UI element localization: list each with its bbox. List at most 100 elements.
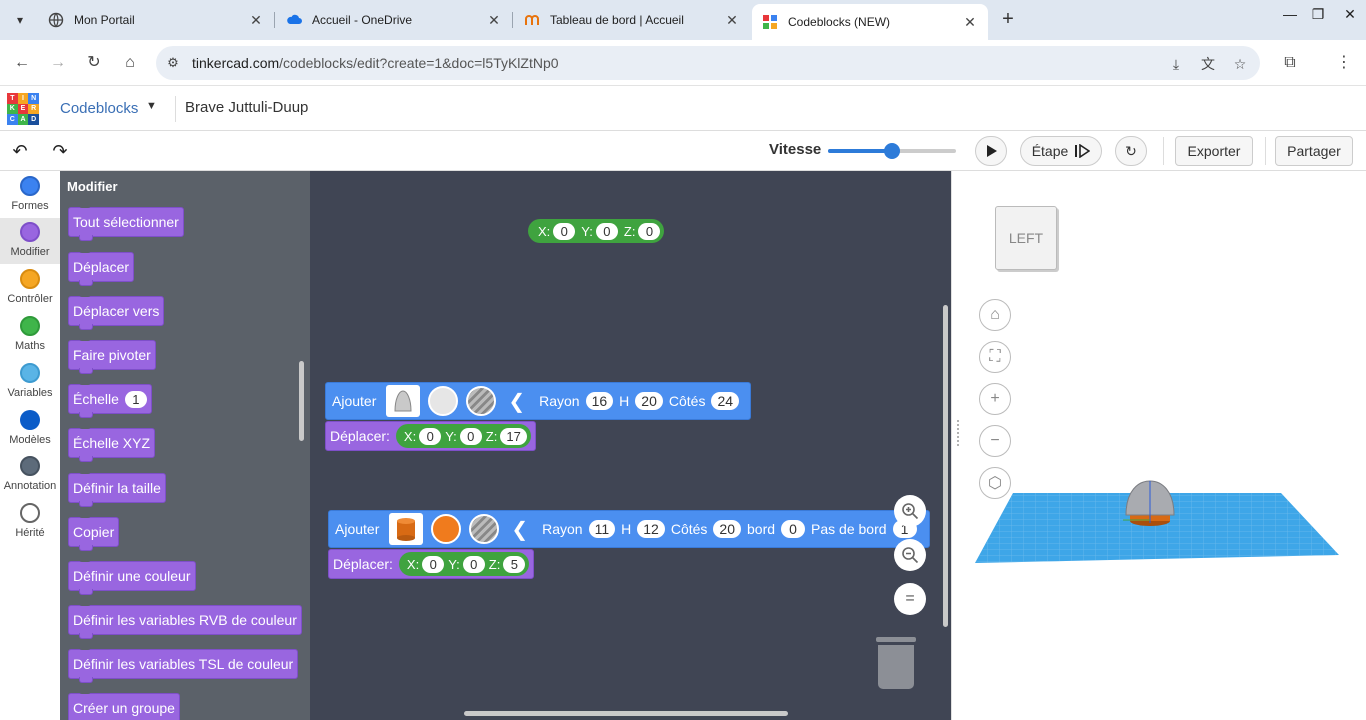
extensions-puzzle-icon[interactable]: ⧉ [1284,54,1296,71]
viewport-zoom-out-button[interactable]: − [979,425,1011,457]
chevron-left-icon[interactable]: ❮ [511,518,529,541]
chevron-down-icon[interactable]: ▼ [146,100,157,112]
share-button[interactable]: Partager [1275,136,1353,166]
bookmark-star-icon[interactable]: ☆ [1233,56,1247,72]
block-copier[interactable]: Copier [68,514,120,551]
block-faire-pivoter[interactable]: Faire pivoter [68,337,156,374]
tinkercad-logo[interactable]: T I N K E R C A D [7,93,39,125]
block-creer-groupe[interactable]: Créer un groupe [68,690,180,720]
step-button[interactable]: Étape [1020,136,1102,166]
close-tab-icon[interactable]: ✕ [250,11,262,28]
rayon-input[interactable]: 16 [585,392,614,410]
bord-input[interactable]: 0 [781,520,806,538]
rayon-input[interactable]: 11 [588,520,616,538]
home-icon[interactable]: ⌂ [125,54,135,71]
view-cube[interactable]: LEFT [995,206,1057,270]
chevron-left-icon[interactable]: ❮ [508,390,526,413]
minimize-icon[interactable]: — [1283,6,1297,22]
category-herite[interactable]: Hérité [0,499,60,545]
category-modifier[interactable]: Modifier [0,218,60,264]
block-variables-rvb[interactable]: Définir les variables RVB de couleur [68,602,302,639]
x-input[interactable]: 0 [553,222,576,240]
speed-slider[interactable] [828,143,956,159]
h-input[interactable]: 12 [637,520,665,538]
back-arrow-icon[interactable]: ← [14,54,30,71]
maximize-icon[interactable]: ❐ [1311,6,1325,22]
y-input[interactable]: 0 [459,427,482,445]
browser-tab-onedrive[interactable]: Accueil - OneDrive ✕ [276,4,512,36]
browser-menu-icon[interactable]: ⋮ [1336,54,1352,71]
undo-icon[interactable]: ↶ [12,141,28,161]
trash-can-icon[interactable] [876,637,916,689]
xyz-block[interactable]: X:0 Y:0 Z:0 [528,219,665,243]
fit-view-button[interactable]: ⛶ [979,341,1011,373]
z-input[interactable]: 0 [638,222,661,240]
z-input[interactable]: 17 [500,427,527,445]
export-button[interactable]: Exporter [1175,136,1253,166]
move-block-1[interactable]: Déplacer: X:0 Y:0 Z:17 [325,421,536,451]
hole-toggle[interactable] [469,514,500,544]
hole-toggle[interactable] [466,386,497,416]
shape-preview[interactable] [389,513,424,545]
reset-button[interactable]: ↻ [1115,136,1147,166]
y-input[interactable]: 0 [462,555,485,573]
x-input[interactable]: 0 [419,427,442,445]
x-input[interactable]: 0 [422,555,445,573]
block-deplacer[interactable]: Déplacer [68,249,135,286]
close-tab-icon[interactable]: ✕ [964,13,976,30]
zoom-in-button[interactable] [894,495,926,527]
omnibox[interactable]: ⚙ tinkercad.com/codeblocks/edit?create=1… [156,46,1260,80]
block-deplacer-vers[interactable]: Déplacer vers [68,293,165,330]
brand-codeblocks[interactable]: Codeblocks [60,100,139,117]
flyout-scrollbar[interactable] [299,361,304,441]
shape-preview[interactable] [386,385,421,417]
3d-viewport[interactable]: LEFT ⌂ ⛶ + − ⬡ [963,171,1366,720]
url-text[interactable]: tinkercad.com/codeblocks/edit?create=1&d… [192,55,559,71]
category-maths[interactable]: Maths [0,312,60,358]
block-echelle-xyz[interactable]: Échelle XYZ [68,425,156,462]
category-formes[interactable]: Formes [0,172,60,218]
project-name[interactable]: Brave Juttuli-Duup [185,99,309,116]
z-input[interactable]: 5 [503,555,526,573]
block-tout-selectionner[interactable]: Tout sélectionner [68,204,184,241]
reload-icon[interactable]: ↻ [87,54,101,71]
move-block-2[interactable]: Déplacer: X:0 Y:0 Z:5 [328,549,535,579]
tab-search-chevron-icon[interactable]: ▾ [16,13,24,27]
zoom-out-button[interactable] [894,539,926,571]
browser-tab-codeblocks[interactable]: Codeblocks (NEW) ✕ [752,4,988,40]
install-app-icon[interactable]: ⤓ [1172,56,1180,72]
block-definir-la-taille[interactable]: Définir la taille [68,470,166,507]
block-variables-tsl[interactable]: Définir les variables TSL de couleur [68,646,299,683]
color-swatch[interactable] [431,514,462,544]
y-input[interactable]: 0 [595,222,618,240]
category-modeles[interactable]: Modèles [0,406,60,452]
workspace-horizontal-scrollbar[interactable] [464,711,788,716]
zoom-reset-button[interactable]: = [894,583,926,615]
forward-arrow-icon[interactable]: → [50,54,66,71]
redo-icon[interactable]: ↷ [52,141,68,161]
echelle-value-input[interactable]: 1 [124,390,147,408]
workplane-scene[interactable] [963,171,1366,720]
cotes-input[interactable]: 24 [711,392,740,410]
browser-tab-mon-portail[interactable]: Mon Portail ✕ [38,4,274,36]
close-window-icon[interactable]: ✕ [1344,6,1356,22]
panel-resize-handle[interactable] [951,171,963,720]
category-variables[interactable]: Variables [0,359,60,405]
category-annotation[interactable]: Annotation [0,452,60,498]
h-input[interactable]: 20 [635,392,663,410]
perspective-button[interactable]: ⬡ [979,467,1011,499]
site-settings-icon[interactable]: ⚙ [167,55,179,70]
cotes-input[interactable]: 20 [713,520,741,538]
workspace-vertical-scrollbar[interactable] [943,305,948,627]
block-definir-couleur[interactable]: Définir une couleur [68,558,196,595]
color-swatch[interactable] [428,386,459,416]
play-button[interactable] [975,136,1007,166]
translate-icon[interactable]: 文 [1201,56,1215,72]
new-tab-plus-icon[interactable]: + [1002,8,1014,30]
close-tab-icon[interactable]: ✕ [726,11,738,28]
speed-slider-handle[interactable] [884,143,900,159]
close-tab-icon[interactable]: ✕ [488,11,500,28]
